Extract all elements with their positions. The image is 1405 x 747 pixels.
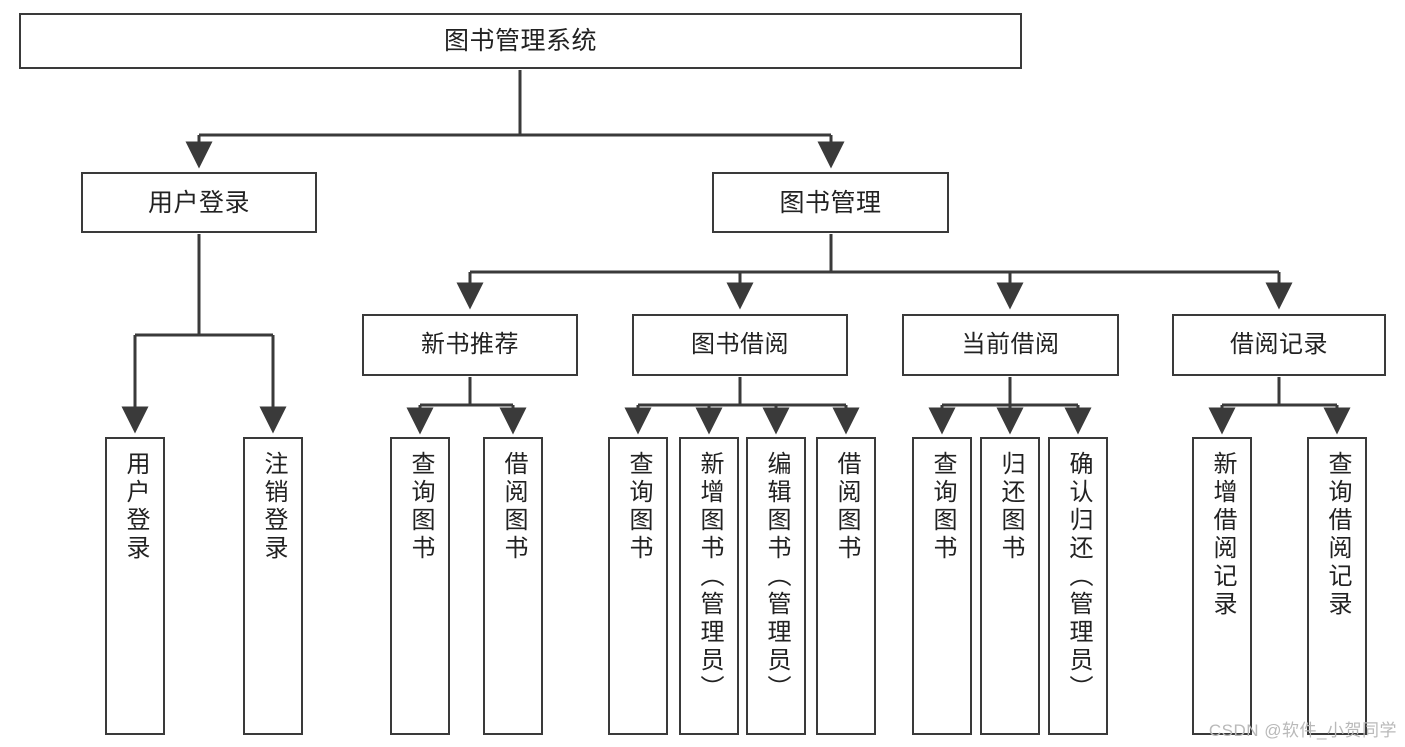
node-label: 图书借阅 [691, 330, 789, 358]
node-label: 当前借阅 [961, 330, 1060, 358]
node-label: 查询借阅记录 [1324, 451, 1351, 619]
node-book-borrow[interactable]: 图书借阅 [632, 314, 848, 376]
leaf-query-book-borrow[interactable]: 查询图书 [608, 437, 668, 735]
node-current-borrow[interactable]: 当前借阅 [902, 314, 1119, 376]
node-label: 图书管理 [779, 188, 882, 217]
node-borrow-record[interactable]: 借阅记录 [1172, 314, 1386, 376]
node-label: 图书管理系统 [443, 27, 597, 55]
node-label: 用户登录 [122, 451, 149, 563]
leaf-query-book-current[interactable]: 查询图书 [912, 437, 972, 735]
node-label: 借阅记录 [1230, 330, 1328, 358]
leaf-add-book-admin[interactable]: 新增图书（管理员） [679, 437, 739, 735]
node-new-book-recommend[interactable]: 新书推荐 [362, 314, 578, 376]
leaf-query-book-recommend[interactable]: 查询图书 [390, 437, 450, 735]
node-user-login[interactable]: 用户登录 [81, 172, 317, 233]
node-label: 查询图书 [929, 451, 956, 563]
node-label: 确认归还（管理员） [1065, 451, 1092, 703]
node-label: 查询图书 [625, 451, 652, 563]
node-label: 编辑图书（管理员） [763, 451, 790, 703]
leaf-add-borrow-record[interactable]: 新增借阅记录 [1192, 437, 1252, 735]
watermark-text: CSDN @软件_小贺同学 [1208, 721, 1397, 740]
leaf-borrow-book[interactable]: 借阅图书 [816, 437, 876, 735]
node-label: 用户登录 [147, 188, 250, 217]
node-label: 归还图书 [997, 451, 1024, 563]
node-label: 借阅图书 [500, 451, 527, 563]
leaf-user-login[interactable]: 用户登录 [105, 437, 165, 735]
node-label: 查询图书 [407, 451, 434, 563]
leaf-return-book[interactable]: 归还图书 [980, 437, 1040, 735]
node-label: 新增借阅记录 [1209, 451, 1236, 619]
leaf-confirm-return-admin[interactable]: 确认归还（管理员） [1048, 437, 1108, 735]
leaf-edit-book-admin[interactable]: 编辑图书（管理员） [746, 437, 806, 735]
leaf-logout[interactable]: 注销登录 [243, 437, 303, 735]
node-label: 借阅图书 [833, 451, 860, 563]
node-label: 新书推荐 [421, 330, 519, 358]
node-book-management[interactable]: 图书管理 [712, 172, 949, 233]
leaf-query-borrow-record[interactable]: 查询借阅记录 [1307, 437, 1367, 735]
node-label: 注销登录 [260, 451, 287, 563]
leaf-borrow-book-recommend[interactable]: 借阅图书 [483, 437, 543, 735]
node-book-management-system[interactable]: 图书管理系统 [19, 13, 1022, 69]
node-label: 新增图书（管理员） [696, 451, 723, 703]
